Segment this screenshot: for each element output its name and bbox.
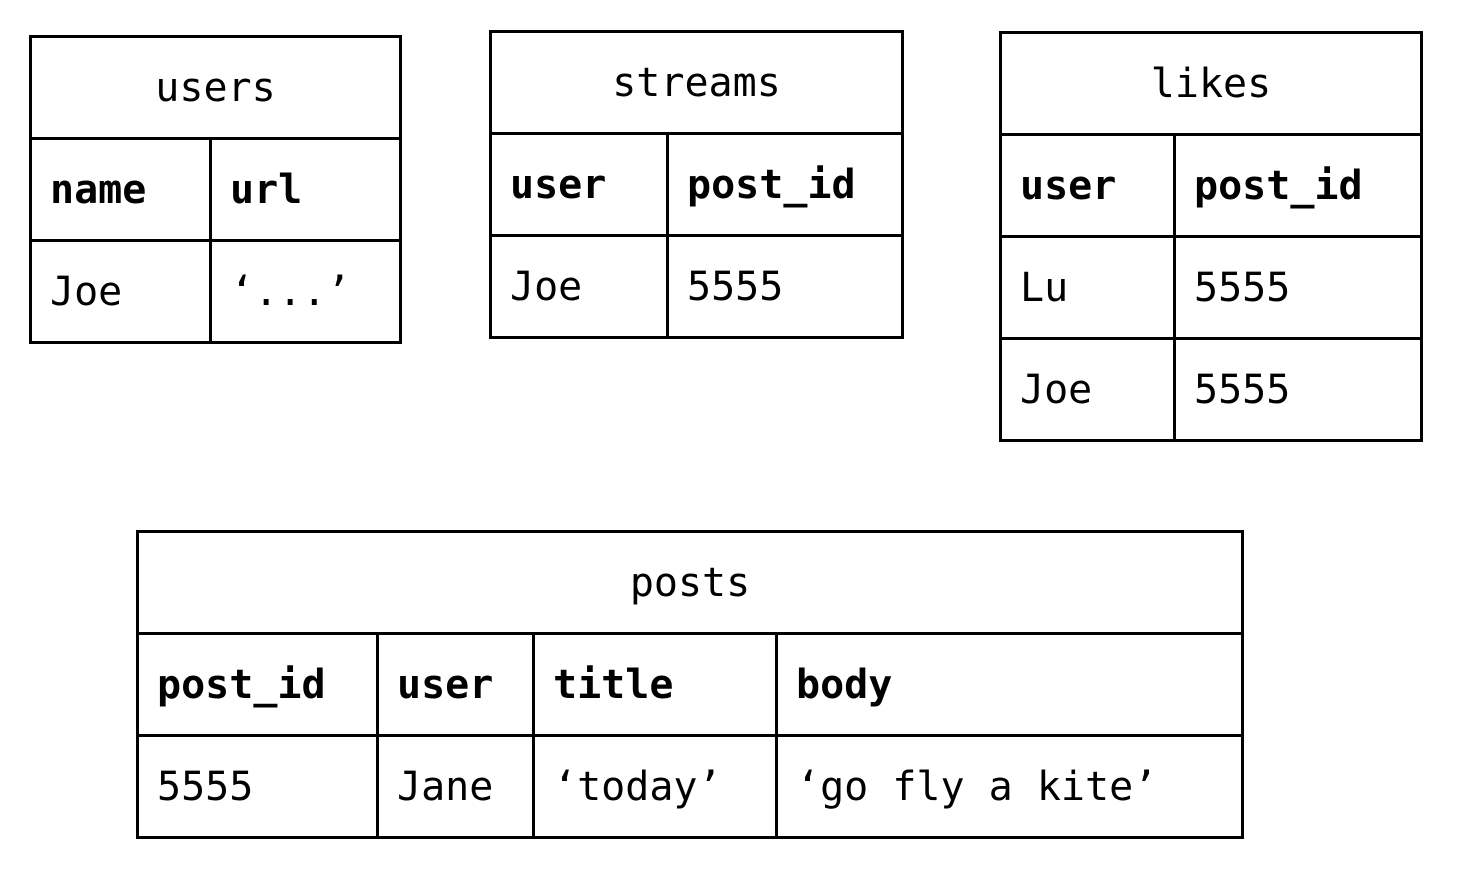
column-header-row: name url (29, 137, 403, 242)
table-cell: Lu (999, 235, 1176, 340)
table-title-row: posts (135, 530, 1245, 635)
posts-table: posts post_id user title body 5555 Jane … (135, 530, 1245, 839)
table-title-row: likes (998, 31, 1424, 136)
table-title: users (28, 35, 403, 140)
column-header: body (774, 632, 1245, 737)
table-title: posts (135, 530, 1245, 635)
table-cell: Joe (29, 239, 212, 344)
column-header: post_id (665, 132, 905, 237)
table-cell: Jane (376, 734, 535, 839)
table-cell: ‘go fly a kite’ (774, 734, 1245, 839)
column-header: title (532, 632, 778, 737)
table-cell: 5555 (136, 734, 379, 839)
column-header: post_id (136, 632, 379, 737)
table-title-row: streams (488, 30, 905, 135)
streams-table: streams user post_id Joe 5555 (488, 30, 905, 339)
table-row: 5555 Jane ‘today’ ‘go fly a kite’ (136, 734, 1245, 839)
table-cell: ‘...’ (208, 239, 403, 344)
column-header: user (999, 133, 1176, 238)
table-title: streams (488, 30, 905, 135)
table-cell: Joe (489, 234, 669, 339)
column-header-row: post_id user title body (136, 632, 1245, 737)
likes-table: likes user post_id Lu 5555 Joe 5555 (998, 31, 1424, 442)
users-table: users name url Joe ‘...’ (28, 35, 403, 344)
table-title: likes (998, 31, 1424, 136)
table-cell: 5555 (1172, 337, 1424, 442)
table-cell: 5555 (665, 234, 905, 339)
column-header: user (489, 132, 669, 237)
table-cell: 5555 (1172, 235, 1424, 340)
column-header: post_id (1172, 133, 1424, 238)
table-row: Joe ‘...’ (29, 239, 403, 344)
table-cell: Joe (999, 337, 1176, 442)
column-header: url (208, 137, 403, 242)
table-cell: ‘today’ (532, 734, 778, 839)
table-row: Joe 5555 (999, 337, 1424, 442)
column-header-row: user post_id (999, 133, 1424, 238)
table-title-row: users (28, 35, 403, 140)
table-row: Joe 5555 (489, 234, 905, 339)
table-row: Lu 5555 (999, 235, 1424, 340)
column-header: name (29, 137, 212, 242)
column-header-row: user post_id (489, 132, 905, 237)
column-header: user (376, 632, 535, 737)
